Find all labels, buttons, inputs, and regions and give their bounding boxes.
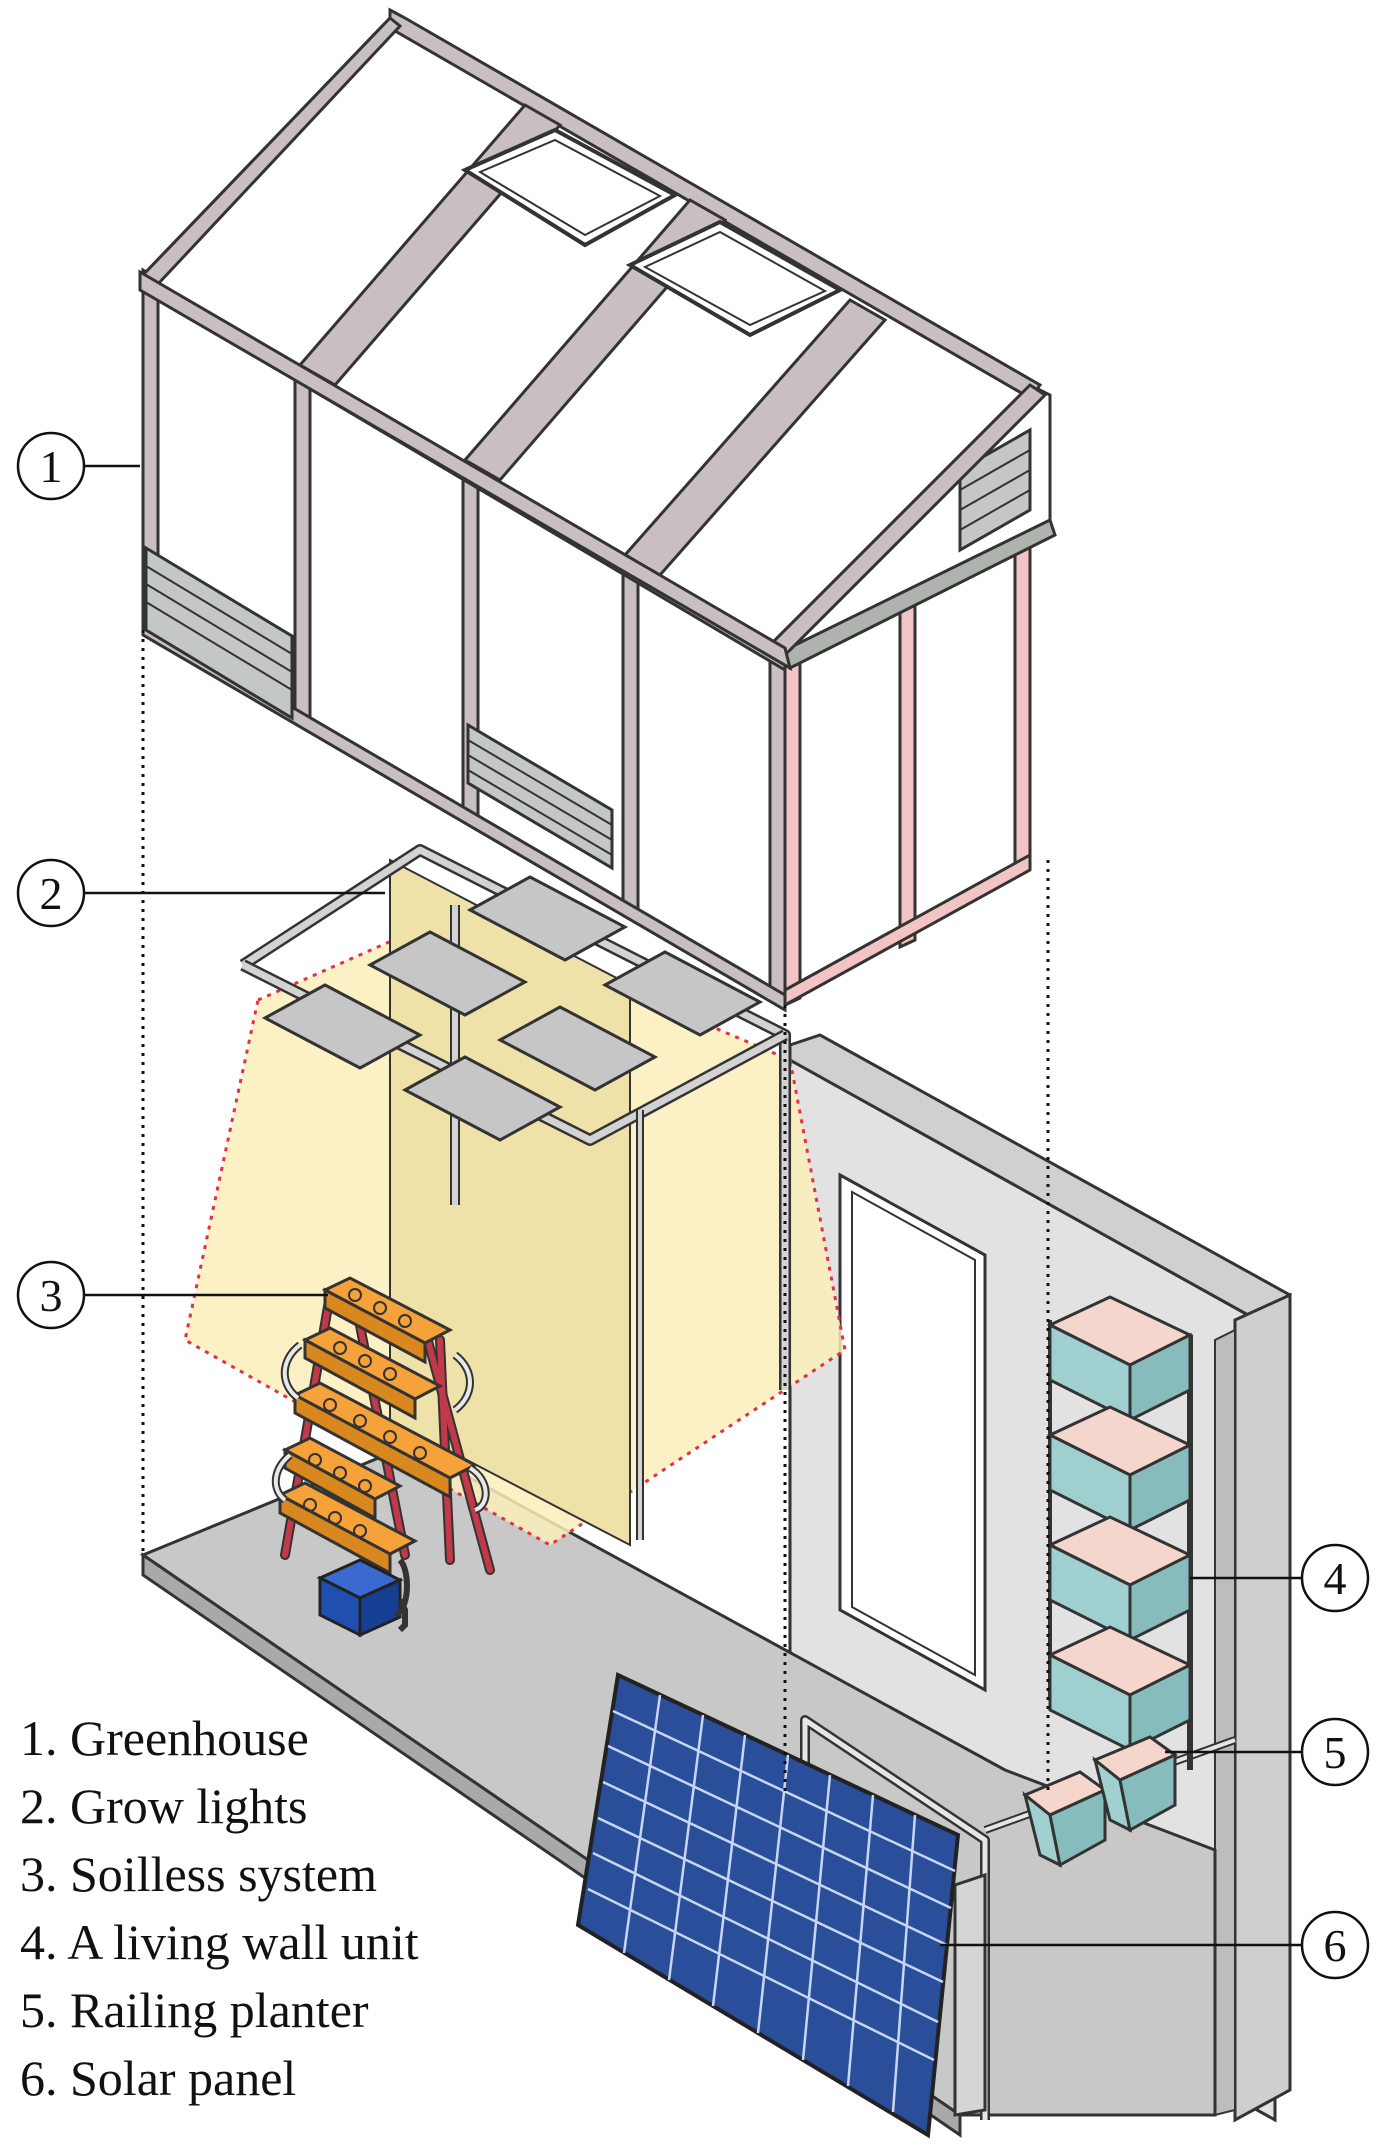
soilless-tray-holes xyxy=(303,1288,427,1538)
grow-lights xyxy=(183,844,847,1547)
alignment-lines xyxy=(141,630,1050,1795)
balcony-door xyxy=(838,1172,987,1693)
living-wall-unit xyxy=(1046,1295,1194,1770)
callout-3: 3 xyxy=(16,1260,328,1330)
callout-number: 4 xyxy=(1324,1553,1347,1604)
railing-planter-box xyxy=(1022,1770,1108,1868)
legend-item-grow-lights: 2. Grow lights xyxy=(20,1778,308,1834)
callout-number: 2 xyxy=(40,868,63,919)
balcony-side-wall xyxy=(1233,1292,1292,2123)
callout-2: 2 xyxy=(16,858,385,928)
railing-planter xyxy=(1022,1735,1178,1868)
soilless-water-tank xyxy=(316,1558,408,1638)
legend-item-railing-planter: 5. Railing planter xyxy=(20,1982,369,2038)
callout-4: 4 xyxy=(1190,1543,1370,1613)
legend-item-soilless-system: 3. Soilless system xyxy=(20,1846,377,1902)
callout-number: 5 xyxy=(1324,1727,1347,1778)
soilless-system xyxy=(271,1276,495,1638)
callout-number: 1 xyxy=(40,441,63,492)
balcony-railing-panel xyxy=(953,1872,987,2117)
living-wall-box xyxy=(1046,1295,1194,1423)
living-wall-box xyxy=(1046,1515,1194,1643)
railing-planter-box xyxy=(1092,1735,1178,1833)
greenhouse-roof-vent xyxy=(625,219,845,338)
living-wall-box xyxy=(1046,1625,1194,1753)
greenhouse xyxy=(138,7,1057,1013)
greenhouse-pink-frame xyxy=(783,537,1032,1008)
legend-item-greenhouse: 1. Greenhouse xyxy=(20,1710,309,1766)
greenhouse-louver-left xyxy=(144,545,294,721)
grow-light-lamp xyxy=(261,875,764,1142)
greenhouse-louver-middle xyxy=(466,722,614,871)
balcony-door-inner xyxy=(851,1190,976,1677)
solar-panel-body xyxy=(575,1672,961,2139)
callout-number: 6 xyxy=(1324,1920,1347,1971)
living-wall-box xyxy=(1046,1405,1194,1533)
legend-item-living-wall-unit: 4. A living wall unit xyxy=(20,1914,419,1970)
greenhouse-roof-vent xyxy=(460,127,680,248)
callout-5: 5 xyxy=(1165,1717,1370,1787)
legend: 1. Greenhouse 2. Grow lights 3. Soilless… xyxy=(20,1704,419,2112)
balcony-inner-wall xyxy=(1214,1328,1236,2117)
callout-1: 1 xyxy=(16,431,140,501)
greenhouse-rafters xyxy=(140,15,1048,657)
legend-item-solar-panel: 6. Solar panel xyxy=(20,2050,297,2106)
callout-6: 6 xyxy=(940,1910,1370,1980)
solar-panel xyxy=(575,1672,961,2139)
callout-number: 3 xyxy=(40,1270,63,1321)
greenhouse-gutter xyxy=(138,269,793,672)
